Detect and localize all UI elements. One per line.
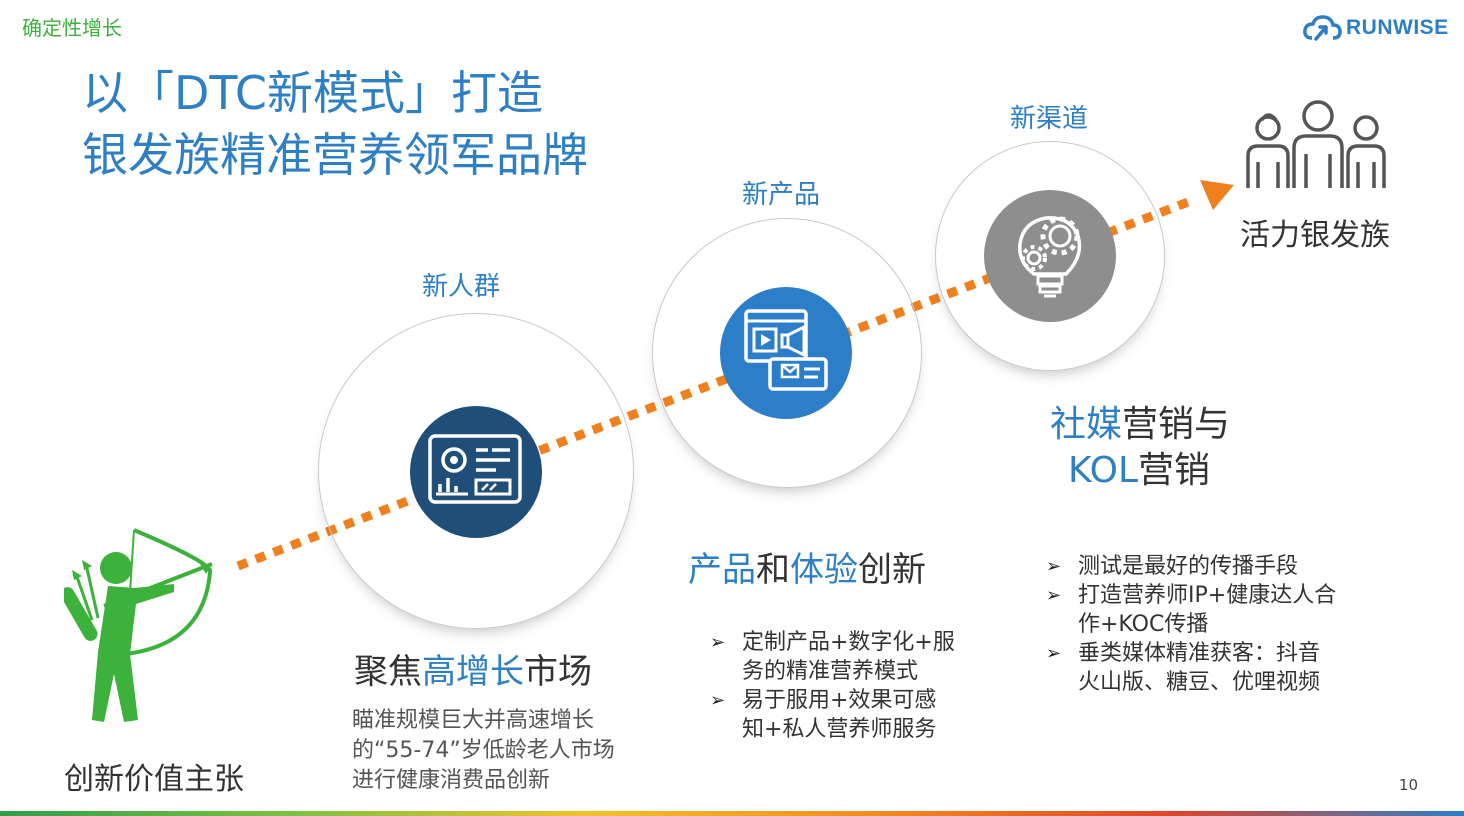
- bullet-text: 测试是最好的传播手段: [1078, 554, 1299, 579]
- lightbulb-gear-icon: [1018, 216, 1082, 298]
- logo-text: RUNWISE: [1346, 16, 1449, 39]
- arrow-head: [1200, 180, 1234, 210]
- page-number: 10: [1398, 776, 1418, 794]
- bullet-arrow-icon: ➢: [710, 632, 726, 653]
- channel-icon-disc: [984, 190, 1116, 322]
- list-item: ➢ 测试是最好的传播手段: [1044, 552, 1340, 581]
- market-body: 瞄准规模巨大并高速增长的“55-74”岁低龄老人市场进行健康消费品创新: [352, 708, 615, 793]
- product-icon-disc: [720, 287, 852, 419]
- title-line-1: 以「DTC新模式」打造: [82, 66, 543, 120]
- product-heading-a: 产品: [688, 550, 756, 590]
- channel-heading-rest1: 营销与: [1122, 404, 1231, 445]
- bullet-text: 垂类媒体精准获客：抖音火山版、糖豆、优哩视频: [1078, 641, 1321, 695]
- list-item: ➢ 易于服用+效果可感知+私人营养师服务: [708, 686, 958, 744]
- channel-heading: 社媒营销与 KOL营销: [1050, 402, 1230, 494]
- channel-heading-rest2: 营销: [1138, 450, 1211, 491]
- list-item: ➢ 打造营养师IP+健康达人合作+KOC传播: [1044, 581, 1340, 639]
- left-caption: 创新价值主张: [64, 762, 244, 797]
- product-bullets: ➢ 定制产品+数字化+服务的精准营养模式 ➢ 易于服用+效果可感知+私人营养师服务: [708, 628, 958, 744]
- list-item: ➢ 垂类媒体精准获客：抖音火山版、糖豆、优哩视频: [1044, 639, 1340, 697]
- dashboard-monitor-icon: [428, 434, 522, 504]
- list-item: ➢ 定制产品+数字化+服务的精准营养模式: [708, 628, 958, 686]
- section-tag: 确定性增长: [22, 16, 122, 40]
- media-marketing-icon: [744, 309, 828, 391]
- archer-icon: [64, 528, 213, 722]
- bullet-arrow-icon: ➢: [1046, 585, 1062, 606]
- market-heading-highlight: 高增长: [422, 652, 524, 692]
- people-group-icon: [1246, 100, 1386, 188]
- stage-label-channel: 新渠道: [1010, 104, 1089, 134]
- market-heading-post: 市场: [524, 652, 592, 692]
- channel-heading-hl1: 社媒: [1050, 404, 1123, 445]
- cloud-logo-icon: [1303, 15, 1342, 41]
- channel-ring: [935, 141, 1165, 371]
- footer-color-bar: [0, 811, 1464, 816]
- bullet-text: 打造营养师IP+健康达人合作+KOC传播: [1078, 583, 1337, 637]
- bullet-text: 定制产品+数字化+服务的精准营养模式: [742, 630, 955, 684]
- bullet-text: 易于服用+效果可感知+私人营养师服务: [742, 688, 937, 742]
- product-ring: [652, 218, 922, 488]
- channel-bullets: ➢ 测试是最好的传播手段 ➢ 打造营养师IP+健康达人合作+KOC传播 ➢ 垂类媒体精…: [1044, 552, 1340, 697]
- market-heading-pre: 聚焦: [354, 652, 422, 692]
- stage-label-product: 新产品: [742, 180, 821, 210]
- product-heading-d: 创新: [858, 550, 926, 590]
- runwise-logo: RUNWISE: [1302, 14, 1449, 42]
- stage-label-crowd: 新人群: [422, 272, 501, 302]
- product-heading-c: 体验: [790, 550, 858, 590]
- product-heading: 产品和体验创新: [688, 542, 926, 591]
- channel-heading-hl2: KOL: [1068, 450, 1139, 491]
- product-heading-b: 和: [756, 550, 790, 590]
- bullet-arrow-icon: ➢: [1046, 556, 1062, 577]
- target-caption: 活力银发族: [1240, 218, 1390, 253]
- crowd-ring: [318, 313, 634, 629]
- bullet-arrow-icon: ➢: [710, 690, 726, 711]
- title-line-2: 银发族精准营养领军品牌: [82, 128, 588, 182]
- bullet-arrow-icon: ➢: [1046, 643, 1062, 664]
- slide-title: 以「DTC新模式」打造 银发族精准营养领军品牌: [82, 62, 588, 186]
- market-heading: 聚焦高增长市场: [354, 644, 592, 693]
